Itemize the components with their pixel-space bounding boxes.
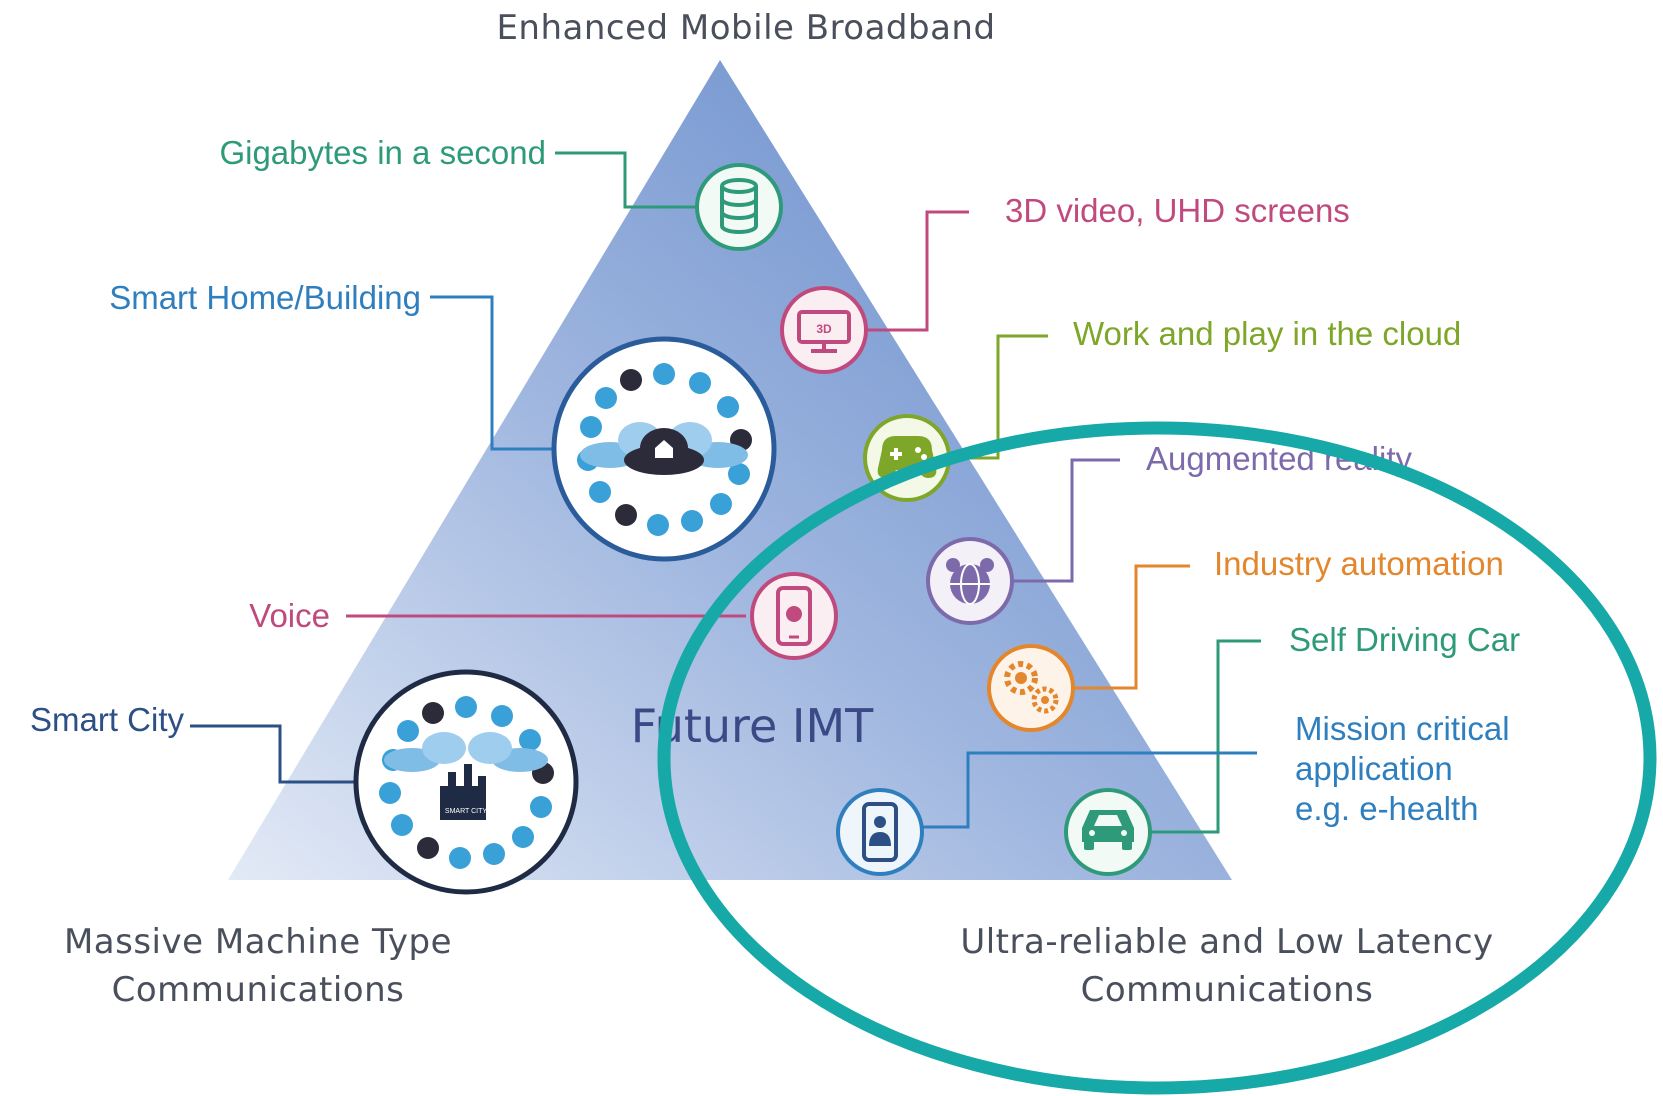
smart-home-connector	[430, 295, 554, 451]
cloud-house-icon	[580, 422, 748, 475]
3d-video-badge	[780, 286, 868, 374]
use-case-industry: Industry automation	[987, 545, 1504, 732]
mission-critical-label-line1: Mission critical	[1295, 710, 1510, 747]
use-case-smart-home: Smart Home/Building	[109, 279, 777, 562]
voice-label: Voice	[249, 597, 330, 634]
use-case-gigabytes: Gigabytes in a second	[219, 134, 783, 251]
mission-critical-label-line2: application	[1295, 750, 1453, 787]
globe-icon	[946, 558, 994, 605]
gigabytes-connector	[555, 151, 697, 209]
smartphone-icon	[776, 586, 812, 646]
right-corner-label-line2: Communications	[1081, 970, 1374, 1010]
database-icon	[720, 178, 758, 234]
use-case-voice: Voice	[249, 572, 838, 660]
industry-label: Industry automation	[1214, 545, 1504, 582]
telehealth-phone-icon	[862, 802, 898, 862]
tv-3d-text: 3D	[816, 322, 832, 336]
smart-city-badge-text: SMART CITY	[445, 808, 487, 815]
self-driving-label: Self Driving Car	[1289, 621, 1520, 658]
use-case-augmented-reality	[926, 458, 1120, 625]
car-icon	[1082, 810, 1134, 850]
self-driving-connector	[1151, 639, 1261, 834]
use-case-smart-city: Smart City SMART CITY	[30, 669, 579, 895]
smart-city-label: Smart City	[30, 701, 185, 738]
left-corner-label-line2: Communications	[112, 970, 405, 1010]
use-case-mission-critical: Mission critical application e.g. e-heal…	[836, 710, 1510, 876]
cloud-city-icon: SMART CITY	[384, 732, 548, 820]
mission-critical-label-line3: e.g. e-health	[1295, 790, 1478, 827]
smart-home-device-ring	[577, 363, 752, 536]
gears-icon	[1004, 661, 1059, 714]
left-corner-label-line1: Massive Machine Type	[64, 922, 452, 962]
tv-3d-icon: 3D	[797, 310, 851, 353]
industry-connector	[1074, 564, 1190, 690]
gigabytes-label: Gigabytes in a second	[219, 134, 546, 171]
urllc-highlight-ring	[657, 421, 1657, 1095]
apex-label: Enhanced Mobile Broadband	[496, 8, 995, 48]
right-corner-label-line1: Ultra-reliable and Low Latency	[960, 922, 1493, 962]
3d-video-label: 3D video, UHD screens	[1005, 192, 1350, 229]
3d-video-connector	[867, 210, 969, 332]
use-case-3d-video: 3D video, UHD screens 3D	[780, 192, 1350, 374]
mission-critical-connector	[922, 751, 1257, 829]
smart-city-connector	[190, 724, 358, 784]
smart-city-device-ring	[379, 696, 554, 869]
smart-home-label: Smart Home/Building	[109, 279, 421, 316]
augmented-reality-connector	[1013, 458, 1120, 583]
cloud-gaming-label: Work and play in the cloud	[1073, 315, 1461, 352]
use-case-self-driving: Self Driving Car	[1064, 621, 1520, 876]
